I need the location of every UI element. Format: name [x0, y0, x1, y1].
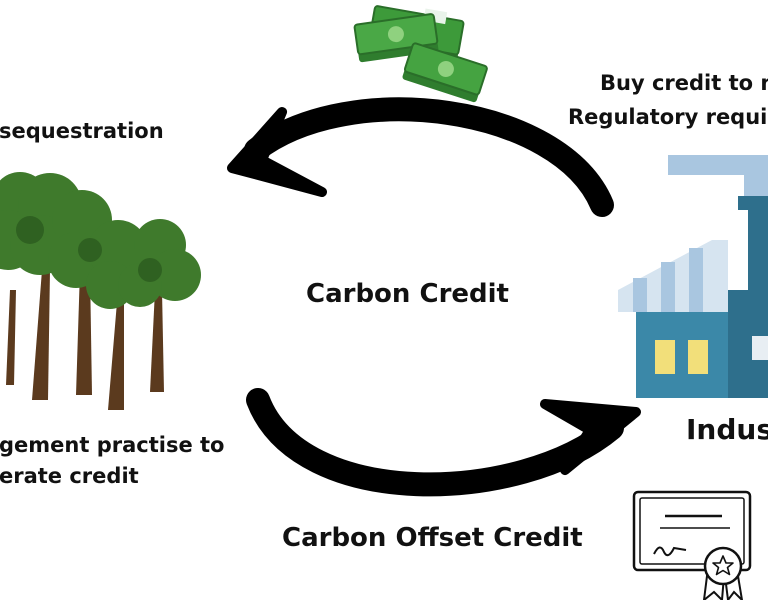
trees-icon [0, 172, 201, 410]
buy-credit-label-line1: Buy credit to m [600, 71, 768, 95]
arrow-left-icon [227, 97, 614, 217]
money-stack-icon [353, 5, 488, 103]
factory-icon [618, 155, 768, 398]
arrow-right-icon [246, 388, 641, 497]
certificate-icon [632, 490, 752, 600]
sequestration-label: sequestration [0, 119, 164, 143]
management-practice-label-line1: gement practise to [0, 433, 225, 457]
buy-credit-label-line2: Regulatory requi [568, 105, 768, 129]
industry-label: Indus [686, 413, 768, 446]
carbon-credit-label: Carbon Credit [306, 279, 509, 309]
management-practice-label-line2: erate credit [0, 464, 139, 488]
carbon-offset-credit-label: Carbon Offset Credit [282, 523, 583, 553]
